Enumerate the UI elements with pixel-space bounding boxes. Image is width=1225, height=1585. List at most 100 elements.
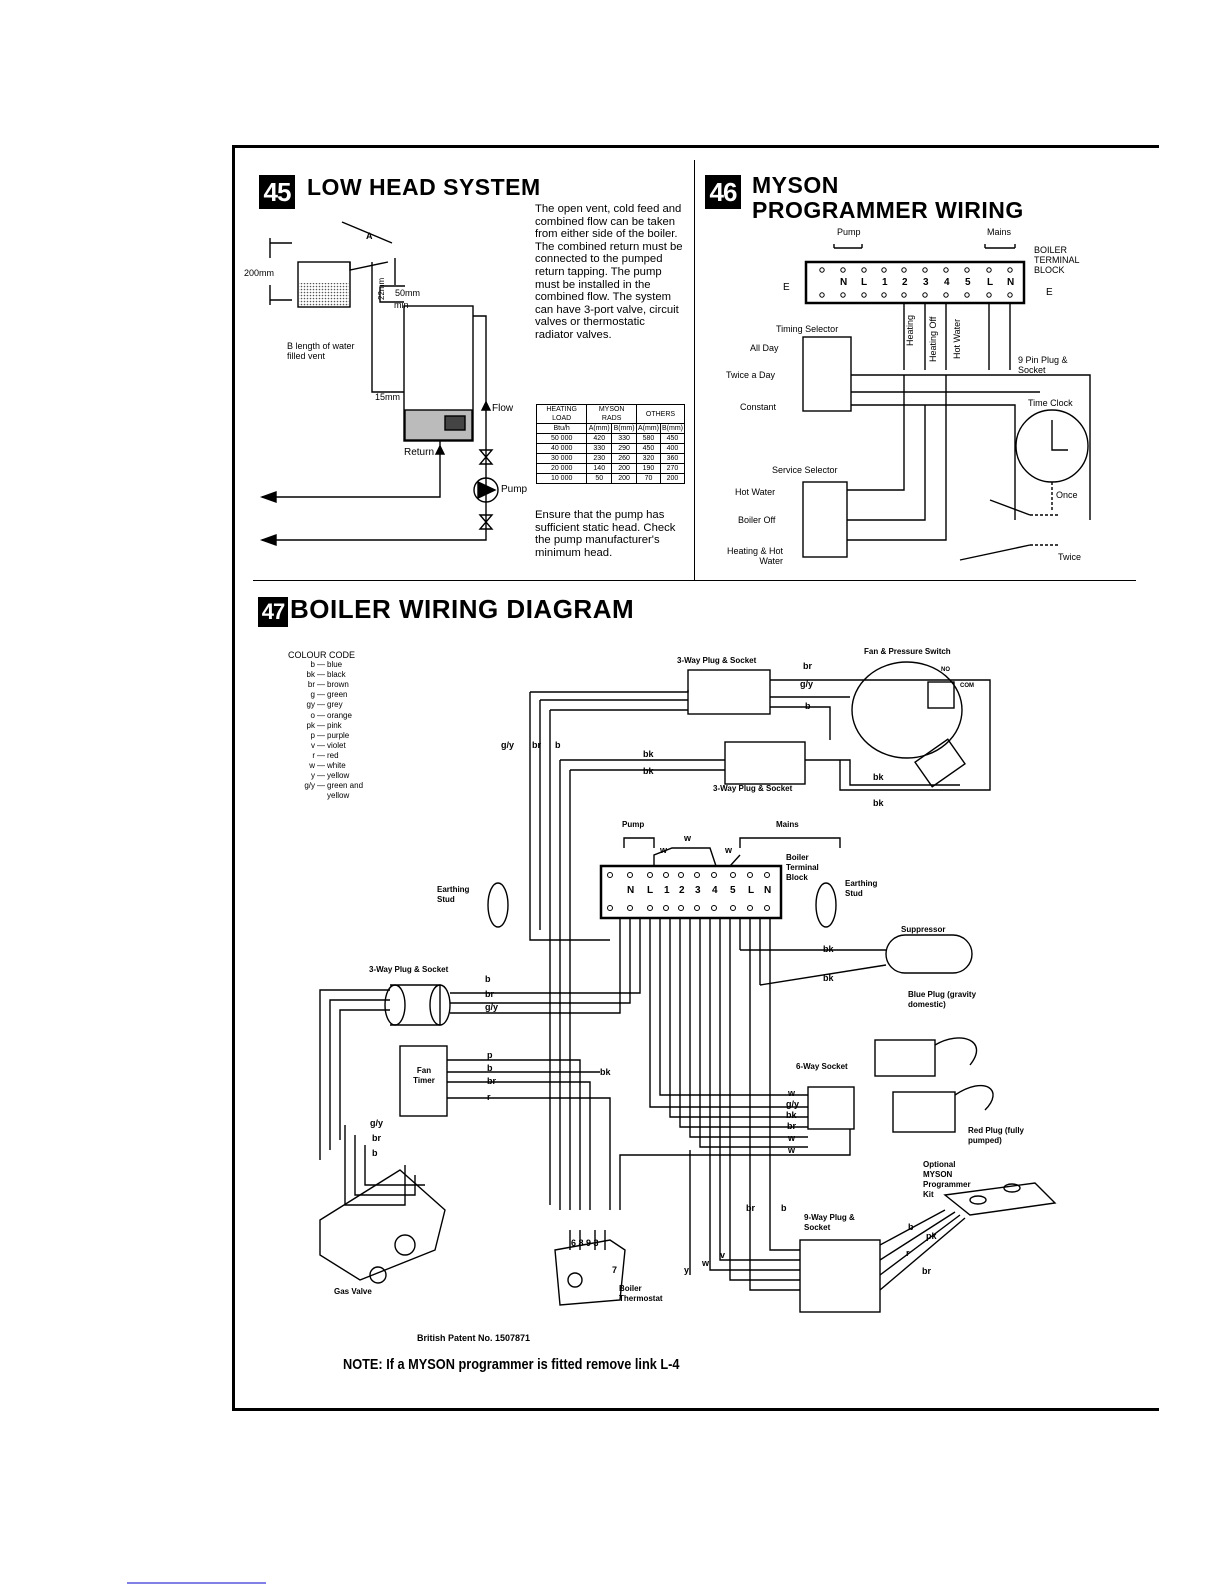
valve-lower xyxy=(478,514,494,530)
terminal47-l2: L xyxy=(748,885,755,896)
legend-value: red xyxy=(327,750,339,760)
legend-key: r xyxy=(312,750,315,760)
wire-label: bk xyxy=(786,1110,797,1120)
terminal47-5: 5 xyxy=(730,885,736,896)
terminal-3: 3 xyxy=(923,277,929,288)
section-46-title-line1: MYSON xyxy=(752,172,839,198)
page-frame xyxy=(232,145,1159,1411)
legend-item: g—green xyxy=(285,690,372,700)
legend-value: green and yellow xyxy=(327,781,364,801)
wire-label: g/y xyxy=(786,1099,800,1109)
terminal-l: L xyxy=(861,277,868,288)
legend-item: pk—pink xyxy=(285,721,372,731)
arrow-flow-down xyxy=(480,400,492,411)
tank-water xyxy=(299,283,349,306)
section-45-number: 45 xyxy=(259,175,295,209)
label-15mm: 15mm xyxy=(375,392,401,402)
nine-way-wires xyxy=(619,918,851,1291)
terminal47-2: 2 xyxy=(679,885,685,896)
pump-arrow xyxy=(477,480,497,500)
legend-key: bk xyxy=(306,670,315,680)
wire-label: g/y xyxy=(800,679,814,689)
dim-50 xyxy=(380,258,405,287)
label-twice: Twice xyxy=(1058,552,1082,562)
wire-label: br xyxy=(803,661,812,671)
wire-label: bk xyxy=(873,772,884,782)
table-cell: 200 xyxy=(659,473,686,484)
wire-label: r xyxy=(906,1248,910,1258)
legend-key: br xyxy=(307,680,315,690)
wire-label: bk xyxy=(600,1067,611,1077)
label-22mm: 22mm xyxy=(377,277,386,300)
label-mains-47: Mains xyxy=(776,820,799,829)
legend-item: w—white xyxy=(285,761,372,771)
label-thermostat-pins: 6 8 9 3 xyxy=(571,1238,599,1248)
boiler-body xyxy=(403,305,474,442)
terminal-1: 1 xyxy=(882,277,888,288)
suppressor-wires xyxy=(739,918,887,986)
wire-label: b xyxy=(485,974,491,984)
terminal-l2: L xyxy=(987,277,994,288)
label-nine-way: 9-Way Plug & Socket xyxy=(804,1213,855,1232)
wire-label: br xyxy=(485,989,494,999)
terminal47-n: N xyxy=(627,885,635,896)
fan-timer-wires xyxy=(447,1059,611,1210)
legend-value: purple xyxy=(327,730,350,740)
label-heating-vertical: Heating xyxy=(905,314,915,346)
legend-key: y xyxy=(311,771,315,781)
wire-label: w xyxy=(788,1133,796,1143)
feed-pipe xyxy=(379,287,404,303)
wire-label: w xyxy=(660,845,668,855)
legend-value: green xyxy=(327,690,348,700)
terminal-block-47 xyxy=(599,864,783,920)
wire-label: w xyxy=(684,833,692,843)
legend-item: p—purple xyxy=(285,731,372,741)
fan-housing xyxy=(851,661,963,759)
wire-label: v xyxy=(720,1250,726,1260)
earthing-stud-left xyxy=(487,882,509,928)
legend-value: blue xyxy=(327,660,343,670)
boiler-thermostat-body xyxy=(554,1239,626,1306)
three-way-left-end2 xyxy=(429,984,451,1026)
wire-label: bk xyxy=(873,798,884,808)
wire-label: w xyxy=(788,1088,796,1098)
label-return: Return xyxy=(404,447,435,458)
nine-way-plug xyxy=(799,1239,881,1313)
terminal-5: 5 xyxy=(965,277,971,288)
legend-item: br—brown xyxy=(285,680,372,690)
flow-pipe xyxy=(262,315,487,541)
label-pump-47: Pump xyxy=(622,820,645,829)
clock-links xyxy=(959,499,1031,561)
legend-key: g xyxy=(310,690,315,700)
programmer-wires-horizontal xyxy=(851,374,1091,520)
arrow-flow xyxy=(259,534,277,546)
label-mains-46: Mains xyxy=(987,227,1012,237)
section-47-number: 47 xyxy=(258,597,288,627)
terminal47-n2: N xyxy=(764,885,772,896)
section-45-footer: Ensure that the pump has sufficient stat… xyxy=(535,509,676,559)
legend-item: o—orange xyxy=(285,711,372,721)
section-divider-horizontal xyxy=(253,580,1136,581)
legend-value: grey xyxy=(327,700,343,710)
label-suppressor: Suppressor xyxy=(901,925,946,934)
legend-key: v xyxy=(311,740,315,750)
valve-upper xyxy=(478,449,494,465)
legend-item: bk—black xyxy=(285,670,372,680)
label-three-way-left: 3-Way Plug & Socket xyxy=(369,965,449,974)
legend-key: w xyxy=(309,761,315,771)
earthing-stud-right xyxy=(815,882,837,928)
vent-pipe xyxy=(371,262,404,393)
pump-bracket-47 xyxy=(623,837,655,848)
label-min: min xyxy=(394,300,409,310)
wire-label: r xyxy=(487,1092,491,1102)
table-head-heating-load: HEATING LOAD xyxy=(535,404,588,424)
label-a: A xyxy=(366,231,373,241)
wire-label: bk xyxy=(823,973,834,983)
wire-label: g/y xyxy=(370,1118,384,1128)
wire-label: b xyxy=(805,701,811,711)
kit-wires xyxy=(879,1209,966,1291)
terminal-2: 2 xyxy=(902,277,908,288)
